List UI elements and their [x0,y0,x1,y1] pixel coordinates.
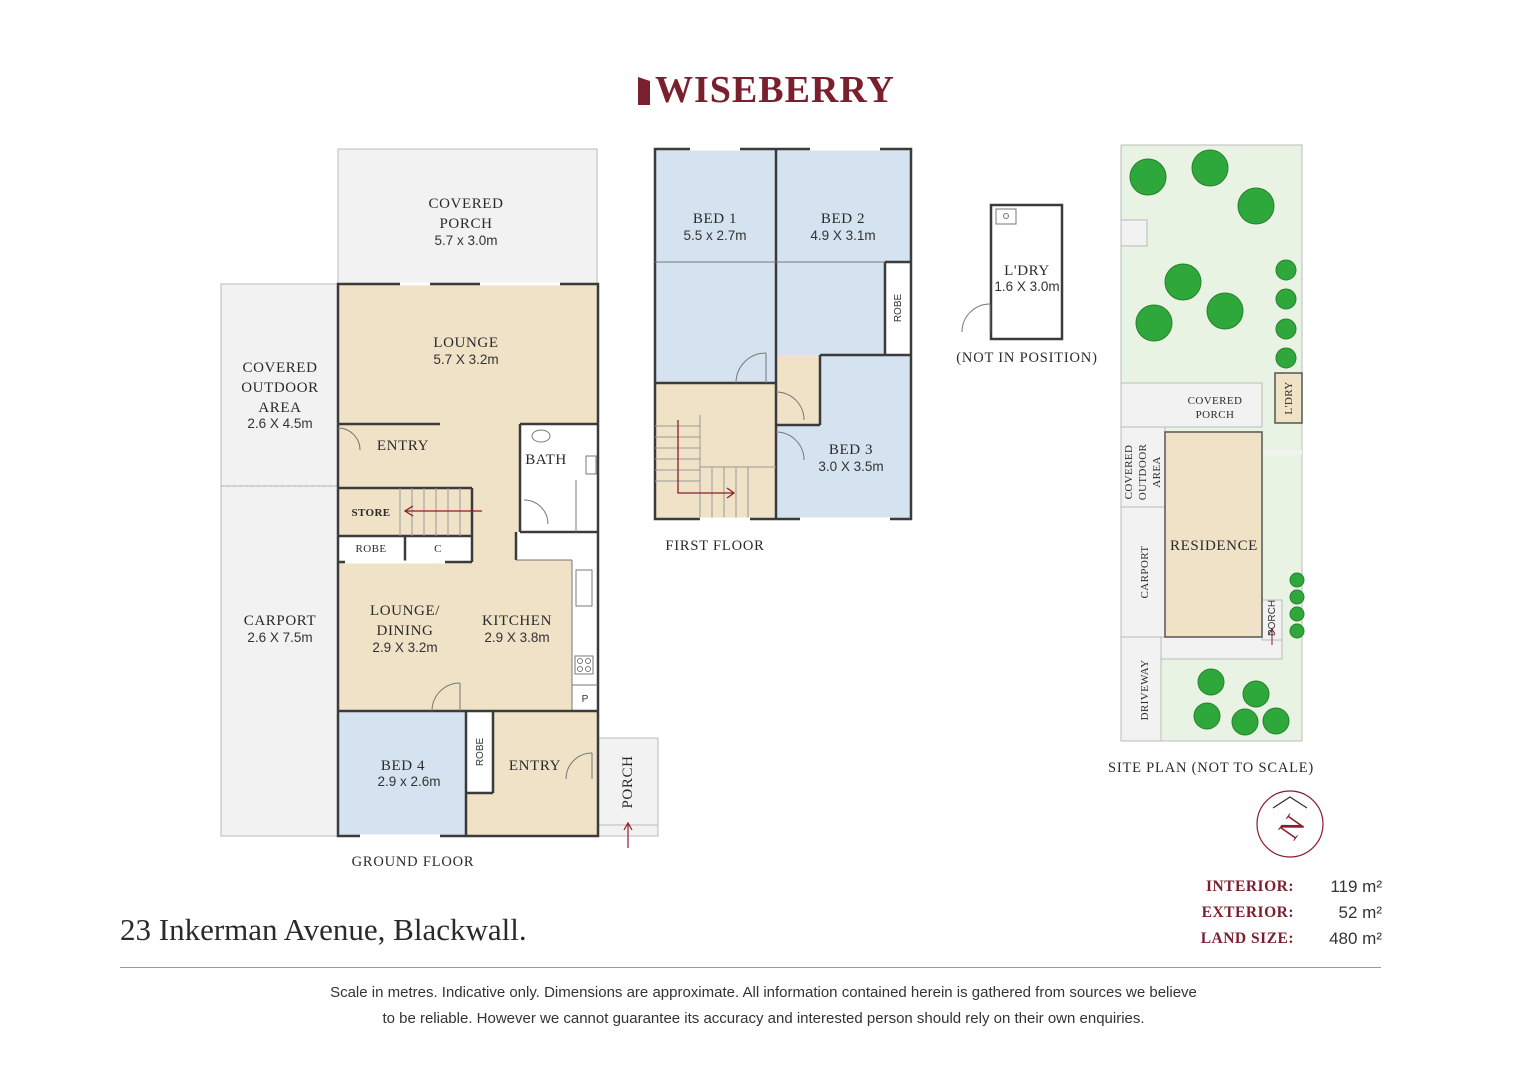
site-residence [1164,431,1263,638]
bed1-label: BED 1 [693,211,737,227]
site-covered-porch-label-2: PORCH [1196,409,1235,421]
site-carport-label: CARPORT [1139,546,1151,599]
basin-icon [585,455,597,475]
entry-bottom-label: ENTRY [509,758,561,774]
disclaimer: Scale in metres. Indicative only. Dimens… [220,980,1307,1032]
bath-room [520,424,598,532]
bed4-robe-label: ROBE [475,738,486,767]
site-covered-porch-label: COVERED [1188,395,1243,407]
covered-outdoor-label-3: AREA [258,400,301,416]
site-entry-arrow-icon [1268,628,1276,645]
area-interior-label: INTERIOR: [1205,878,1294,895]
tree-icon [1129,149,1305,736]
ground-floor-caption: GROUND FLOOR [352,854,475,870]
site-covered-outdoor-label: COVERED [1123,445,1135,500]
stairs-arrow-icon [403,505,482,517]
ground-stairs [399,488,461,536]
bed4-room [338,711,466,836]
kitchen-bench [516,532,598,560]
site-covered-outdoor-label-2: OUTDOOR [1137,443,1149,500]
site-ldry-label: L'DRY [1283,381,1295,414]
site-driveway-label: DRIVEWAY [1139,660,1151,721]
property-address: 23 Inkerman Avenue, Blackwall. [120,912,527,947]
area-exterior-row: EXTERIOR: 52 m² [1130,903,1382,930]
robe-label: ROBE [356,543,387,555]
area-land-value: 480 m² [1329,929,1382,948]
kitchen-label: KITCHEN [482,613,552,629]
bed3-label: BED 3 [829,442,873,458]
lounge-dining-dim: 2.9 X 3.2m [372,640,437,655]
pantry-label: P [582,694,589,705]
laundry-dim: 1.6 X 3.0m [994,279,1059,294]
sink-icon [575,569,593,607]
site-plan: COVERED PORCH L'DRY COVERED OUTDOOR AREA… [1108,144,1314,776]
bed1-room [655,149,776,383]
carport-label: CARPORT [244,613,316,629]
site-ldry [1274,372,1303,424]
covered-porch-dim: 5.7 x 3.0m [434,233,497,248]
compass-label: N [1272,809,1311,846]
site-porch-label: PORCH [1267,600,1278,636]
bed2-label: BED 2 [821,211,865,227]
site-plan-caption: SITE PLAN (NOT TO SCALE) [1108,760,1314,776]
bed2-dim: 4.9 X 3.1m [810,228,875,243]
covered-porch-area [337,148,598,285]
first-floor-caption: FIRST FLOOR [665,538,764,554]
bed2-robe-label: ROBE [893,294,904,323]
stair-hall [655,383,776,519]
bed4-robe-area [466,711,493,793]
lounge-dim: 5.7 X 3.2m [433,352,498,367]
bed3-dim: 3.0 X 3.5m [818,459,883,474]
covered-outdoor-dim: 2.6 X 4.5m [247,416,312,431]
kitchen-dim: 2.9 X 3.8m [484,630,549,645]
porch-area [597,737,659,837]
hall-step [776,355,820,425]
area-exterior-label: EXTERIOR: [1201,904,1294,921]
brand-logo-mark-icon [638,77,650,105]
north-compass-icon: N [1256,790,1324,858]
laundry-note: (NOT IN POSITION) [956,350,1097,366]
ground-floor: COVERED PORCH 5.7 x 3.0m COVERED OUTDOOR… [220,148,659,870]
covered-porch-label-2: PORCH [439,216,492,232]
disclaimer-line-2: to be reliable. However we cannot guaran… [382,1010,1145,1027]
site-covered-outdoor-label-3: AREA [1151,456,1163,488]
first-floor: BED 1 5.5 x 2.7m BED 2 4.9 X 3.1m ROBE B… [653,147,913,554]
site-residence-label: RESIDENCE [1170,538,1258,554]
lounge-label: LOUNGE [433,335,498,351]
area-land-label: LAND SIZE: [1200,930,1294,947]
laundry: L'DRY 1.6 X 3.0m (NOT IN POSITION) [956,203,1097,366]
first-stairs-arrow-icon [677,420,736,499]
area-interior-row: INTERIOR: 119 m² [1130,877,1382,904]
bed1-dim: 5.5 x 2.7m [683,228,746,243]
cooktop-icon [574,655,594,675]
lounge-dining-label: LOUNGE/ [370,603,440,619]
area-interior-value: 119 m² [1330,877,1382,896]
laundry-tub-icon [995,208,1017,225]
bed2-robe-area [885,262,911,355]
disclaimer-line-1: Scale in metres. Indicative only. Dimens… [330,984,1197,1001]
store-label: STORE [351,507,390,519]
cupboard-label: C [434,543,442,555]
entry-top-label: ENTRY [377,438,429,454]
carport-dim: 2.6 X 7.5m [247,630,312,645]
bed4-dim: 2.9 x 2.6m [377,774,440,789]
floor-plan-diagram: COVERED PORCH 5.7 x 3.0m COVERED OUTDOOR… [220,144,1324,870]
lounge-dining-label-2: DINING [377,623,434,639]
toilet-icon [531,429,551,443]
laundry-label: L'DRY [1004,263,1050,279]
covered-outdoor-label: COVERED [242,360,317,376]
covered-porch-label: COVERED [428,196,503,212]
area-land-row: LAND SIZE: 480 m² [1130,929,1382,956]
carport-area [220,485,339,837]
divider [120,967,1381,968]
covered-outdoor-label-2: OUTDOOR [241,380,319,396]
entry-arrow-icon [623,821,633,848]
brand-logo: WISEBERRY [655,69,895,111]
bed4-label: BED 4 [381,758,425,774]
porch-label: PORCH [620,755,636,808]
bath-label: BATH [525,452,567,468]
area-exterior-value: 52 m² [1338,903,1382,922]
